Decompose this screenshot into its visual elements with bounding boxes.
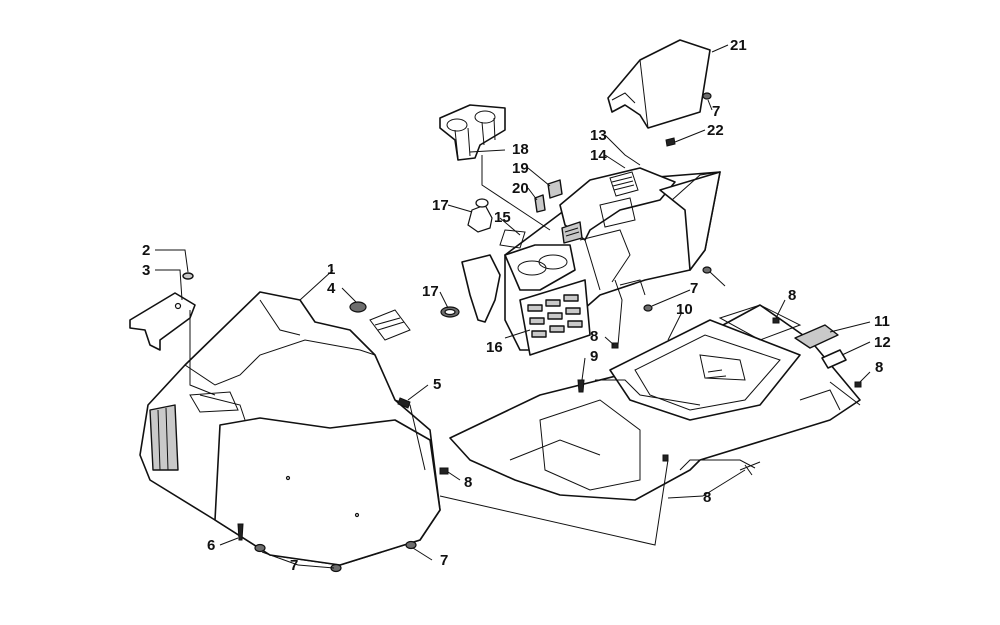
callout-9: 9 [590, 348, 598, 365]
storage-cover [607, 39, 711, 129]
bracket-part-3 [129, 272, 196, 351]
side-bracket [440, 198, 526, 323]
grommet-part-4 [349, 301, 411, 341]
center-console [504, 167, 721, 356]
callout-8-right: 8 [875, 359, 883, 376]
callout-12: 12 [874, 334, 891, 351]
nut-7-c [254, 543, 266, 553]
callout-7-bottom-left: 7 [290, 557, 298, 574]
bracket-part-12 [821, 349, 847, 369]
callout-4: 4 [327, 280, 336, 297]
callout-6: 6 [207, 537, 215, 554]
clip-8-a [772, 317, 780, 324]
callout-17-bottom: 17 [422, 283, 439, 300]
callout-21: 21 [730, 37, 747, 54]
callout-8-top-right: 8 [788, 287, 796, 304]
callout-7-console: 7 [690, 280, 698, 297]
switch-panel [527, 294, 583, 338]
clip-8-b [611, 342, 619, 349]
callout-3: 3 [142, 262, 150, 279]
callout-2: 2 [142, 242, 150, 259]
callout-20: 20 [512, 180, 529, 197]
callout-17-top: 17 [432, 197, 449, 214]
callout-19: 19 [512, 160, 529, 177]
callout-10: 10 [676, 301, 693, 318]
clip-8-e [662, 454, 669, 462]
switch-parts-19-20 [534, 179, 563, 213]
plate-part-11 [794, 324, 839, 349]
callout-7-bottom-right: 7 [440, 552, 448, 569]
callout-1: 1 [327, 261, 335, 278]
callout-15: 15 [494, 209, 511, 226]
callout-11: 11 [874, 313, 890, 330]
nut-7-b [643, 304, 653, 312]
callout-16: 16 [486, 339, 503, 356]
callout-8-left: 8 [464, 474, 472, 491]
callout-22: 22 [707, 122, 724, 139]
nut-7-a [702, 266, 712, 274]
callout-14: 14 [590, 147, 607, 164]
fastener-part-5 [397, 397, 411, 409]
clip-8-d [439, 467, 449, 475]
nut-7-top [702, 92, 712, 100]
callout-7-cover: 7 [712, 103, 720, 120]
clip-8-c [854, 381, 862, 388]
screw-6 [237, 523, 244, 541]
callout-5: 5 [433, 376, 441, 393]
callout-18: 18 [512, 141, 529, 158]
callout-labels: 1 2 3 4 5 6 7 7 7 7 8 8 8 8 8 9 10 11 12… [142, 37, 891, 574]
callout-8-center: 8 [590, 328, 598, 345]
front-lower-panel [139, 291, 441, 566]
floor-pan [449, 304, 861, 501]
screw-9 [577, 379, 585, 393]
leader-lines [155, 44, 871, 569]
screw-22 [665, 137, 676, 147]
nut-7-e [405, 540, 417, 550]
callout-13: 13 [590, 127, 607, 144]
callout-8-bottom: 8 [703, 489, 711, 506]
